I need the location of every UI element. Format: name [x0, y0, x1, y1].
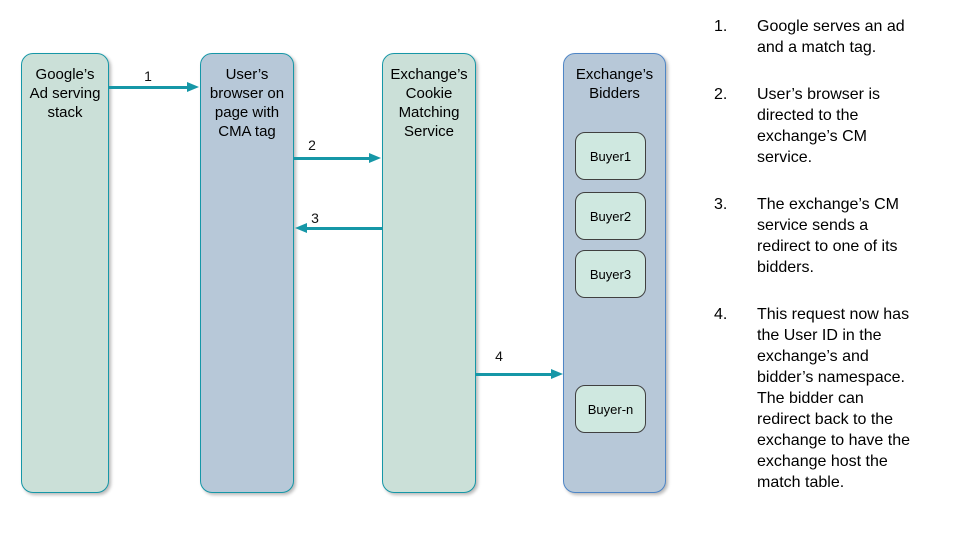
arrow-1-google-to-browser — [109, 82, 199, 92]
arrow-3-label: 3 — [311, 210, 319, 226]
arrow-2-right-arrowhead-icon — [369, 153, 381, 163]
arrow-1-shaft — [109, 85, 189, 89]
exchange-bidders-box: Exchange’s Bidders Buyer1 Buyer2 Buyer3 … — [563, 53, 666, 493]
step-3-text: The exchange’s CM service sends a redire… — [757, 196, 899, 276]
arrow-3-shaft — [305, 226, 382, 230]
arrow-4-label: 4 — [495, 348, 503, 364]
step-item-3: 3. The exchange’s CM service sends a red… — [714, 194, 948, 278]
buyer-n-label: Buyer-n — [587, 401, 634, 417]
step-2-text: User’s browser is directed to the exchan… — [757, 86, 880, 166]
step-2-number: 2. — [714, 86, 728, 103]
arrow-4-right-arrowhead-icon — [551, 369, 563, 379]
buyer1-box: Buyer1 — [575, 132, 646, 180]
buyer2-label: Buyer2 — [589, 208, 632, 224]
step-4-text: This request now has the User ID in the … — [757, 306, 911, 491]
arrow-1-label: 1 — [144, 68, 152, 84]
arrow-2-shaft — [293, 156, 371, 160]
google-ad-serving-stack-label: Google’s Ad serving stack — [29, 66, 101, 121]
steps-list: 1. Google serves an ad and a match tag. … — [714, 16, 948, 519]
arrow-2-browser-to-cm — [293, 153, 381, 163]
step-item-2: 2. User’s browser is directed to the exc… — [714, 84, 948, 168]
cookie-matching-service-label: Exchange’s Cookie Matching Service — [390, 66, 468, 140]
cookie-matching-service-box: Exchange’s Cookie Matching Service — [382, 53, 476, 493]
buyer2-box: Buyer2 — [575, 192, 646, 240]
arrow-3-left-arrowhead-icon — [295, 223, 307, 233]
step-4-number: 4. — [714, 306, 728, 323]
step-1-number: 1. — [714, 18, 728, 35]
exchange-bidders-label: Exchange’s Bidders — [575, 66, 654, 102]
buyer3-box: Buyer3 — [575, 250, 646, 298]
buyer-n-box: Buyer-n — [575, 385, 646, 433]
step-1-text: Google serves an ad and a match tag. — [757, 18, 905, 56]
user-browser-label: User’s browser on page with CMA tag — [209, 66, 285, 140]
arrow-4-cm-to-bidders — [475, 369, 563, 379]
arrow-1-right-arrowhead-icon — [187, 82, 199, 92]
arrow-3-cm-to-browser — [295, 223, 382, 233]
buyer1-label: Buyer1 — [589, 148, 632, 164]
user-browser-box: User’s browser on page with CMA tag — [200, 53, 294, 493]
step-item-4: 4. This request now has the User ID in t… — [714, 304, 948, 493]
arrow-2-label: 2 — [308, 137, 316, 153]
buyer3-label: Buyer3 — [589, 266, 632, 282]
step-item-1: 1. Google serves an ad and a match tag. — [714, 16, 948, 58]
arrow-4-shaft — [475, 372, 553, 376]
google-ad-serving-stack-box: Google’s Ad serving stack — [21, 53, 109, 493]
step-3-number: 3. — [714, 196, 728, 213]
